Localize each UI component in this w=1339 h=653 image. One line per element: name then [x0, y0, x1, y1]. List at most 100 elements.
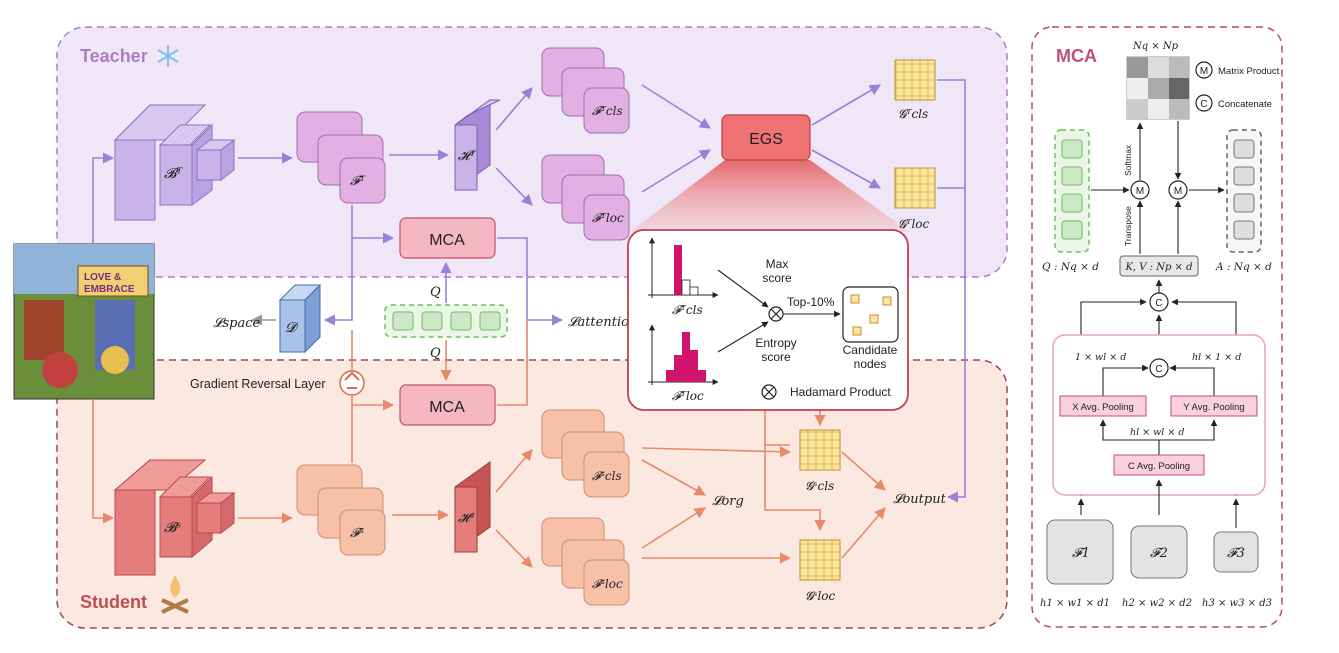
candidate-nodes-line: Candidate	[843, 343, 898, 357]
student-backbone	[113, 458, 236, 577]
entropy-score-line-cont: score	[761, 350, 791, 364]
student-loc-stack	[541, 517, 630, 606]
query-tokens	[384, 304, 508, 338]
legend-m-label: Matrix Product	[1218, 66, 1280, 77]
egs-detail-panel	[627, 229, 909, 411]
f3-block	[1213, 531, 1259, 573]
concat-node-top-letter: C	[1155, 298, 1162, 309]
teacher-cls-grid	[894, 59, 936, 101]
discriminator-label: 𝓓	[285, 320, 299, 336]
dim-y-label: hl × 1 × d	[1192, 352, 1241, 363]
snowflake-icon	[157, 45, 179, 67]
teacher-g-loc-label: 𝓖ᵀloc	[898, 217, 930, 231]
legend-m-letter: M	[1200, 66, 1208, 77]
matmul-node-1	[1130, 180, 1150, 200]
x-pool-box	[1059, 395, 1147, 417]
teacher-cls-label: 𝓕ᵀcls	[592, 104, 623, 118]
q-shape-label: Q : Nq × d	[1042, 261, 1099, 273]
student-head	[454, 461, 491, 553]
teacher-head-label: 𝓗ᵀ	[458, 149, 476, 164]
max-score-line: Max	[766, 257, 789, 271]
dim-c-label: hl × wl × d	[1130, 427, 1184, 438]
matmul-node-1-letter: M	[1136, 186, 1144, 197]
matmul-node-2-letter: M	[1174, 186, 1182, 197]
student-cls-label: 𝓕ˢcls	[592, 469, 622, 483]
q-label-top: Q	[430, 285, 441, 300]
student-cls-stack	[541, 409, 630, 498]
concat-node-inner-letter: C	[1155, 364, 1162, 375]
teacher-loc-stack	[541, 154, 630, 241]
mca-block-bottom	[399, 384, 496, 426]
f3-label: 𝓕3	[1227, 546, 1245, 561]
teacher-backbone	[113, 103, 236, 222]
egs-label: EGS	[749, 131, 783, 148]
student-g-cls-label: 𝓖ˢcls	[805, 479, 834, 493]
hadamard-legend-label: Hadamard Product	[790, 385, 891, 399]
teacher-feature-stack	[296, 111, 386, 204]
a-shape-label: A : Nq × d	[1215, 261, 1272, 273]
student-region	[56, 359, 1008, 629]
transpose-label: Transpose	[1123, 206, 1133, 246]
mca-panel-title: MCA	[1056, 46, 1097, 66]
teacher-head	[454, 99, 501, 191]
legend-c-label: Concatenate	[1218, 99, 1272, 110]
teacher-backbone-label: 𝓑ᵀ	[164, 166, 183, 182]
matmul-node-2	[1168, 180, 1188, 200]
f1-block	[1046, 519, 1114, 585]
s1-label: h1 × w1 × d1	[1040, 598, 1110, 609]
attn-size-label: Nq × Np	[1132, 41, 1179, 52]
legend-m	[1195, 61, 1213, 79]
teacher-loc-label: 𝓕ᵀloc	[592, 211, 624, 225]
c-pool-box	[1113, 454, 1205, 476]
s2-label: h2 × w2 × d2	[1122, 598, 1192, 609]
s3-label: h3 × w3 × d3	[1202, 598, 1272, 609]
image-caption-top: LOVE &	[84, 272, 121, 283]
teacher-loc-grid	[894, 167, 936, 209]
q-token-column	[1054, 129, 1090, 253]
egs-zoom-beam	[630, 160, 910, 232]
student-feature-stack	[296, 464, 386, 556]
mca-top-label: MCA	[429, 232, 465, 249]
kv-shape-label: K, V : Np × d	[1124, 262, 1192, 273]
student-feature-label: 𝓕ˢ	[350, 526, 364, 541]
concat-node-top	[1149, 292, 1169, 312]
student-title: Student	[80, 592, 147, 612]
grl-label: Gradient Reversal Layer	[190, 377, 325, 391]
y-pool-box	[1170, 395, 1258, 417]
egs-f-cls-label: 𝓕ᵀcls	[672, 303, 703, 317]
recycle-icon	[339, 370, 365, 396]
l-org-label: 𝓛org	[712, 494, 744, 509]
c-pool-label: C Avg. Pooling	[1128, 461, 1190, 472]
teacher-g-cls-label: 𝓖ᵀcls	[898, 107, 928, 121]
kv-box	[1119, 255, 1199, 277]
student-backbone-label: 𝓑ˢ	[164, 520, 181, 536]
discriminator-block	[278, 283, 322, 354]
mca-bottom-label: MCA	[429, 399, 465, 416]
student-head-label: 𝓗ˢ	[458, 511, 475, 526]
teacher-title: Teacher	[80, 46, 148, 66]
attention-matrix	[1126, 56, 1190, 120]
student-loc-grid	[799, 539, 841, 581]
f1-label: 𝓕1	[1072, 546, 1090, 561]
top10-label: Top-10%	[787, 295, 835, 309]
q-label-bottom: Q	[430, 346, 441, 361]
l-attention-label: 𝓛attention	[568, 315, 637, 330]
f2-block	[1130, 525, 1188, 579]
legend-c-letter: C	[1200, 99, 1207, 110]
softmax-label: Softmax	[1123, 144, 1133, 176]
teacher-cls-stack	[541, 47, 630, 134]
entropy-score-line: Entropy	[755, 336, 796, 350]
student-g-loc-label: 𝓖ˢloc	[805, 589, 836, 603]
campfire-icon	[161, 575, 189, 614]
a-token-column	[1226, 129, 1262, 253]
concat-node-inner	[1149, 358, 1169, 378]
candidate-nodes-line-cont: nodes	[854, 357, 887, 371]
y-pool-label: Y Avg. Pooling	[1183, 402, 1244, 413]
egs-f-loc-label: 𝓕ᵀloc	[672, 389, 704, 403]
l-space-label: 𝓛space	[213, 316, 260, 331]
teacher-feature-label: 𝓕ᵀ	[350, 174, 366, 189]
legend-c	[1195, 94, 1213, 112]
